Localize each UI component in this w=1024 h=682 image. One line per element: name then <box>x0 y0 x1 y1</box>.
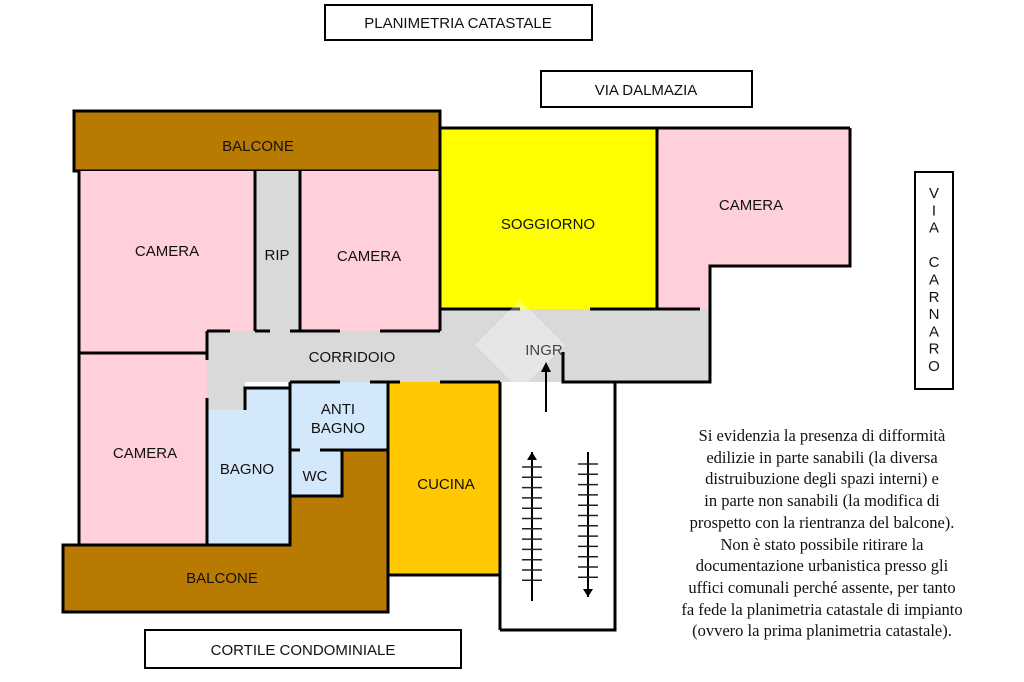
street-right-letter: R <box>929 289 940 306</box>
label-antibagno-1: ANTI <box>321 401 355 418</box>
room-camera-sw <box>79 353 207 545</box>
room-wc <box>290 450 342 496</box>
room-camera-nw <box>79 171 255 353</box>
note-line: Si evidenzia la presenza di difformità <box>698 426 946 445</box>
note-text: Si evidenzia la presenza di difformità ed… <box>620 425 1024 642</box>
note-line: in parte non sanabili (la modifica di <box>704 491 940 511</box>
note-line: fa fede la planimetria catastale di impi… <box>681 599 963 619</box>
label-corridoio: CORRIDOIO <box>309 349 396 366</box>
room-camera-n <box>300 171 439 331</box>
street-right-letter: A <box>929 323 939 340</box>
street-top-box <box>540 70 753 108</box>
note-line: uffici comunali perché assente, per tant… <box>688 577 956 597</box>
street-right-letter: A <box>929 220 939 237</box>
street-right-letter: N <box>929 306 940 323</box>
note-line: distruibuzione degli spazi interni) e <box>705 469 939 489</box>
label-camera-nw: CAMERA <box>135 243 199 260</box>
label-antibagno-2: BAGNO <box>311 420 365 437</box>
street-right-letter: R <box>929 341 940 358</box>
title-text: PLANIMETRIA CATASTALE <box>364 15 552 32</box>
street-right-letter: V <box>929 185 939 202</box>
stairs-down-icon <box>578 452 598 597</box>
room-bagno <box>207 388 290 545</box>
street-top-text: VIA DALMAZIA <box>595 82 698 99</box>
note-line: edilizie in parte sanabili (la diversa <box>706 447 938 467</box>
courtyard-box <box>144 629 462 669</box>
label-rip: RIP <box>264 247 289 264</box>
walls <box>77 126 852 632</box>
title-box <box>324 4 593 41</box>
label-camera-ne: CAMERA <box>719 197 783 214</box>
street-right-letter: A <box>929 272 939 289</box>
street-right-box <box>914 171 954 390</box>
room-balcone-top <box>72 109 442 173</box>
label-soggiorno: SOGGIORNO <box>501 216 595 233</box>
label-bagno: BAGNO <box>220 461 274 478</box>
label-balcone-top: BALCONE <box>222 138 294 155</box>
note-line: prospetto con la rientranza del balcone)… <box>689 512 955 532</box>
street-right-letter: I <box>932 202 936 219</box>
watermark-logo <box>475 300 565 390</box>
stairs-up-icon <box>522 452 542 601</box>
room-rip <box>255 171 300 331</box>
label-camera-n: CAMERA <box>337 248 401 265</box>
courtyard-text: CORTILE CONDOMINIALE <box>211 642 396 659</box>
room-cucina <box>388 382 501 575</box>
note-line: (ovvero la prima planimetria catastale). <box>692 621 952 641</box>
room-corridoio <box>207 309 710 410</box>
label-balcone-bottom: BALCONE <box>186 570 258 587</box>
label-wc: WC <box>303 468 328 485</box>
note-line: documentazione urbanistica presso gli <box>695 556 949 576</box>
street-right-letter: C <box>929 254 940 271</box>
street-right-letter: O <box>928 358 940 375</box>
room-camera-ne <box>657 128 850 309</box>
arrow-down-icon <box>583 589 593 597</box>
room-soggiorno <box>440 128 657 309</box>
label-cucina: CUCINA <box>417 476 475 493</box>
room-antibagno <box>290 382 388 450</box>
note-line: Non è stato possibile ritirare la <box>720 534 924 554</box>
label-ingr: INGR <box>525 342 563 359</box>
arrow-up-icon <box>527 452 537 460</box>
entrance-arrow-icon <box>541 362 551 412</box>
label-camera-sw: CAMERA <box>113 445 177 462</box>
